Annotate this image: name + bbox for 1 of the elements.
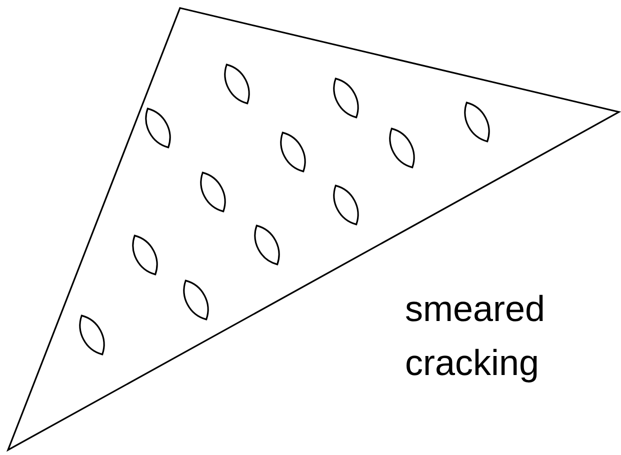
annotation-text: smeared cracking <box>405 287 546 385</box>
